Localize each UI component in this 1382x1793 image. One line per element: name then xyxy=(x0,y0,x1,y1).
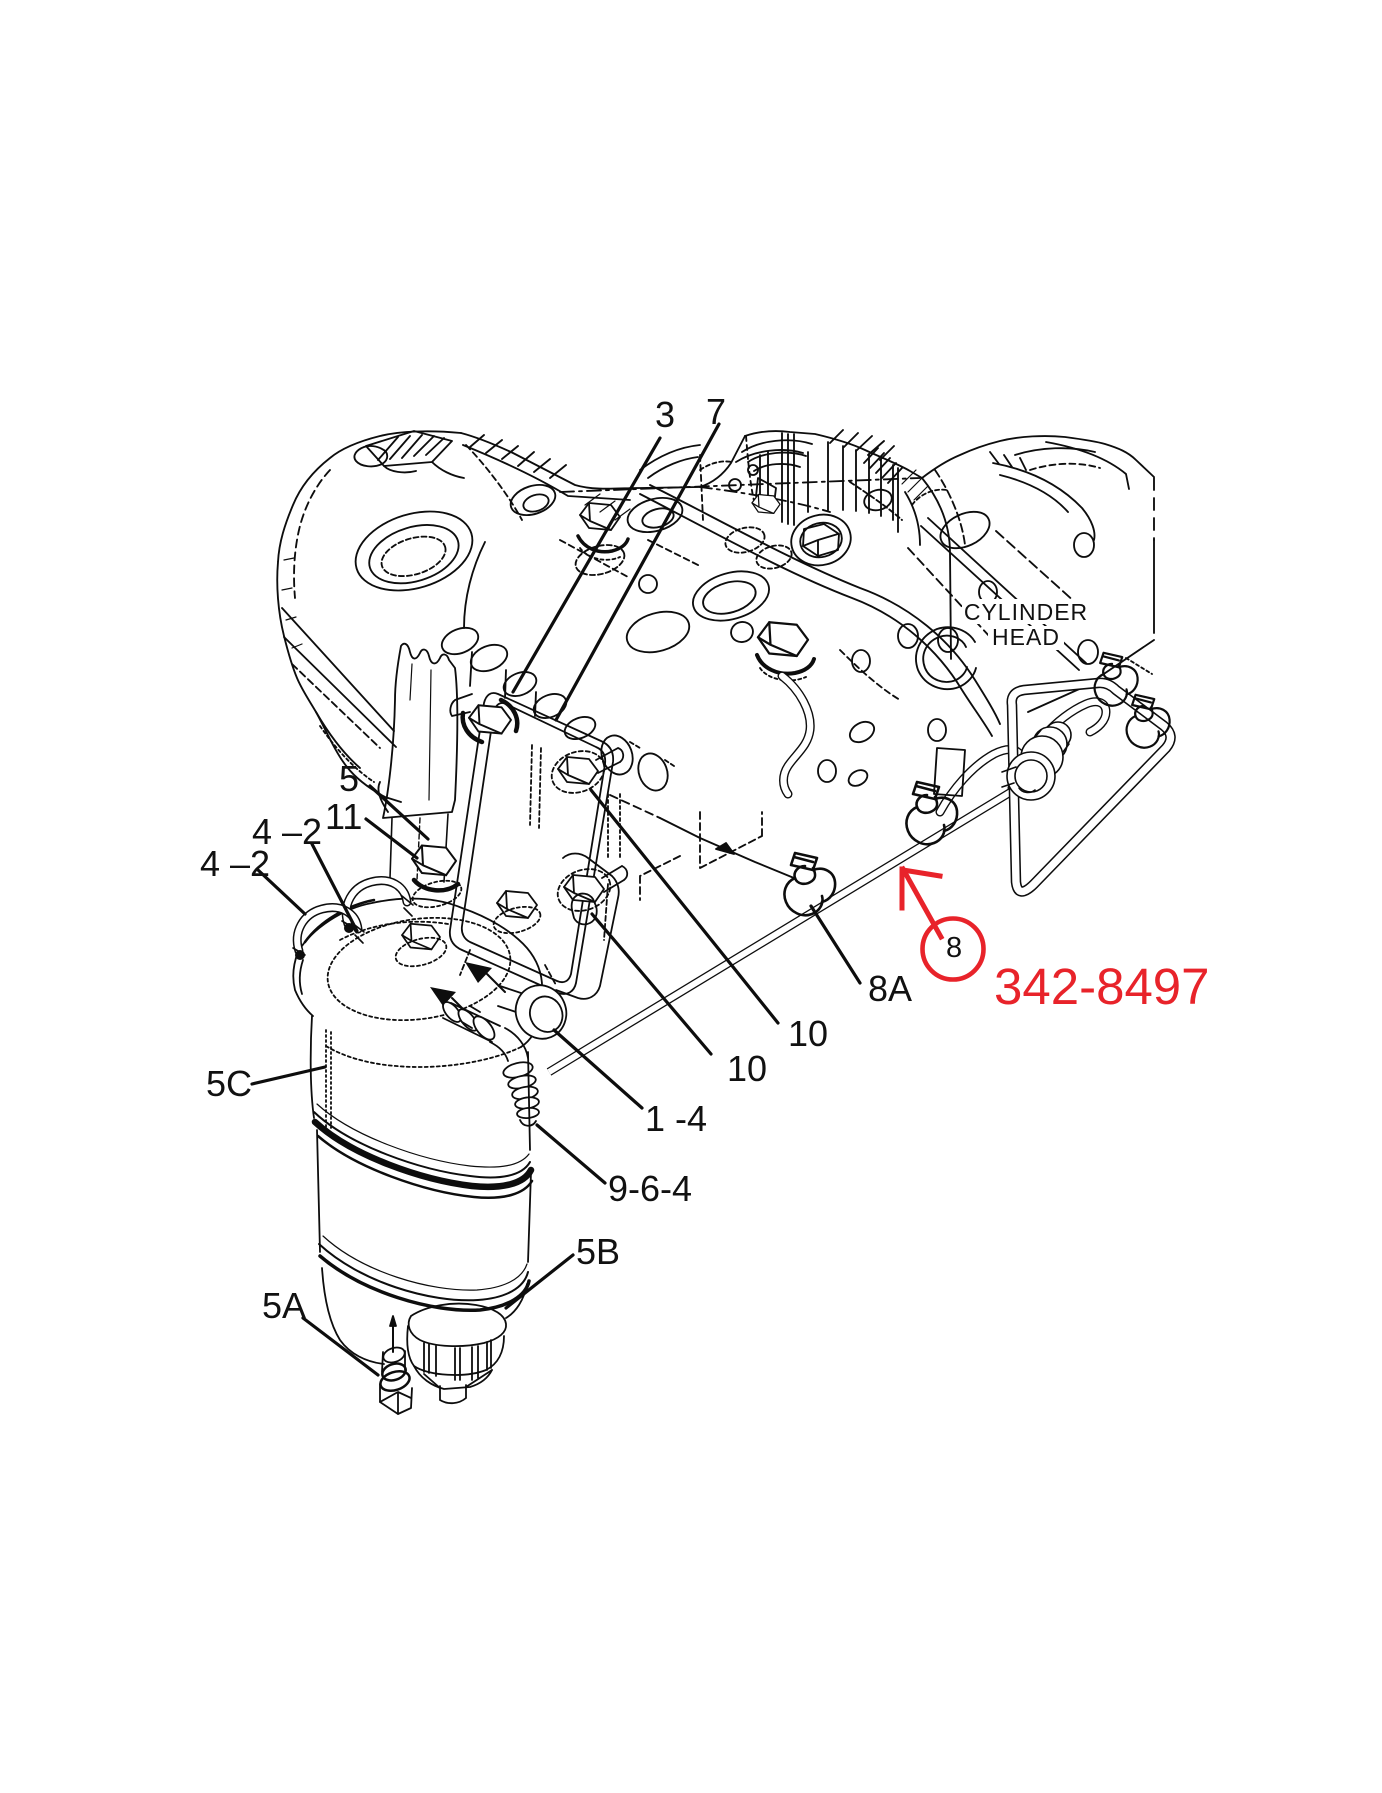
svg-text:CYLINDER: CYLINDER xyxy=(964,599,1088,625)
svg-text:4 –2: 4 –2 xyxy=(252,811,322,852)
svg-text:5B: 5B xyxy=(576,1231,620,1272)
svg-text:5: 5 xyxy=(339,758,359,799)
svg-text:11: 11 xyxy=(325,796,362,837)
svg-text:8A: 8A xyxy=(868,968,912,1009)
svg-text:1 -4: 1 -4 xyxy=(645,1098,707,1139)
svg-text:10: 10 xyxy=(727,1048,767,1089)
svg-text:10: 10 xyxy=(788,1013,828,1054)
svg-text:4 –2: 4 –2 xyxy=(200,843,270,884)
svg-text:5A: 5A xyxy=(262,1285,306,1326)
svg-text:3: 3 xyxy=(655,394,675,435)
svg-text:9-6-4: 9-6-4 xyxy=(608,1168,692,1209)
svg-text:8: 8 xyxy=(946,932,962,964)
svg-text:342-8497: 342-8497 xyxy=(994,958,1210,1015)
svg-text:7: 7 xyxy=(706,391,726,432)
svg-text:5C: 5C xyxy=(206,1063,252,1104)
svg-text:HEAD: HEAD xyxy=(992,624,1060,650)
